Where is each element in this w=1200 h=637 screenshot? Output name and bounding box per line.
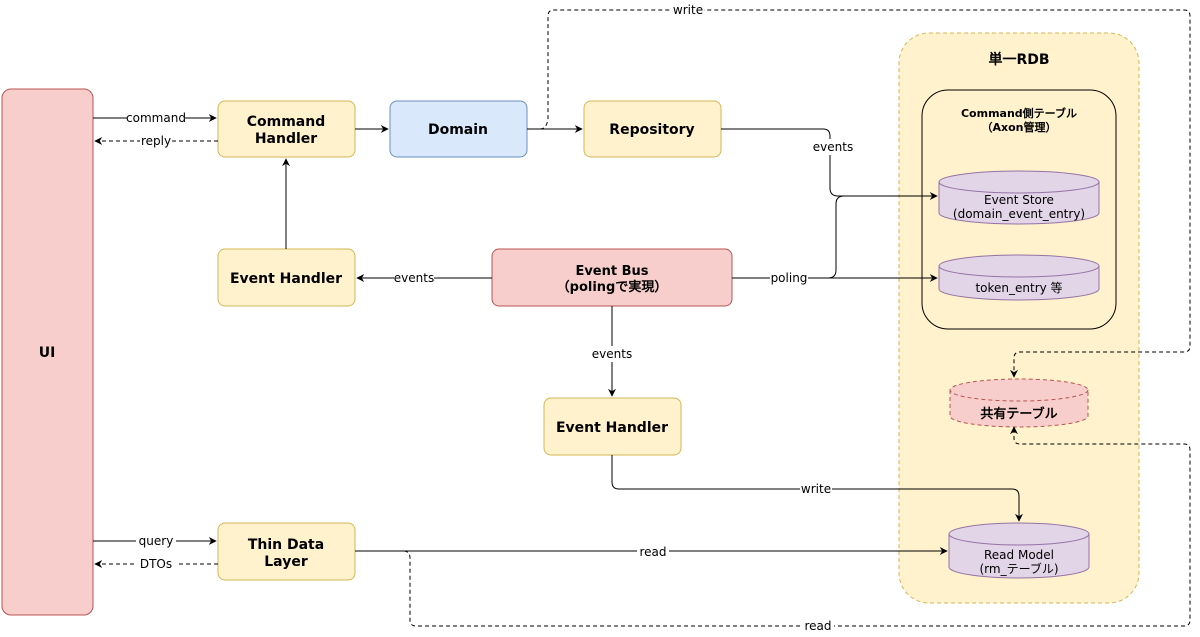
command-table-group [921,89,1117,330]
token-entry-label: token_entry 等 [975,281,1062,295]
rdb-title: 単一RDB [988,51,1049,68]
command-group-title-line1: Command側テーブル [961,106,1077,120]
edge-query-label: query [139,534,174,548]
shared-table-cylinder: 共有テーブル [949,378,1089,428]
edge-read-label: read [639,545,666,559]
event-store-label-line1: Event Store [984,193,1054,207]
read-model-label-line2: (rm_テーブル) [979,561,1058,576]
event-store-cylinder: Event Store (domain_event_entry) [938,170,1100,225]
edge-dtos-label: DTOs [140,557,172,571]
event-handler-top-label: Event Handler [230,271,342,287]
edge-repository-eventstore [721,128,938,200]
edge-poling-label: poling [771,271,808,285]
edge-command-label: command [126,111,186,125]
event-handler-mid-label: Event Handler [556,420,668,436]
edge-reply-label: reply [141,134,171,148]
thin-data-layer-label-line1: Thin Data [248,537,324,553]
event-bus-label-line1: Event Bus [575,264,648,279]
shared-table-label: 共有テーブル [980,406,1057,422]
edge-write-top-label: write [673,3,703,17]
command-handler-label-line1: Command [247,114,326,130]
domain-label: Domain [428,122,488,138]
edge-write-rm-label: write [801,482,831,496]
command-handler-label-line2: Handler [255,131,317,147]
read-model-label-line1: Read Model [984,548,1054,562]
ui-box [1,88,94,616]
event-bus-label-line2: （polingで実現） [557,279,668,295]
token-entry-cylinder: token_entry 等 [938,254,1100,301]
edge-events-bus-left-label: events [394,271,434,285]
edge-read-shared [355,426,1191,627]
repository-label: Repository [609,122,694,138]
edge-poling-eventstore [732,195,845,279]
thin-data-layer-label-line2: Layer [264,554,308,570]
read-model-cylinder: Read Model (rm_テーブル) [948,522,1090,579]
edge-events-bus-down-label: events [592,347,632,361]
ui-label: UI [39,345,56,361]
command-group-title-line2: （Axon管理） [982,120,1057,134]
edge-read-bottom-label: read [804,619,831,633]
event-store-label-line2: (domain_event_entry) [953,207,1085,221]
edge-events-repo-label: events [813,140,853,154]
edge-write-top [539,9,1191,378]
